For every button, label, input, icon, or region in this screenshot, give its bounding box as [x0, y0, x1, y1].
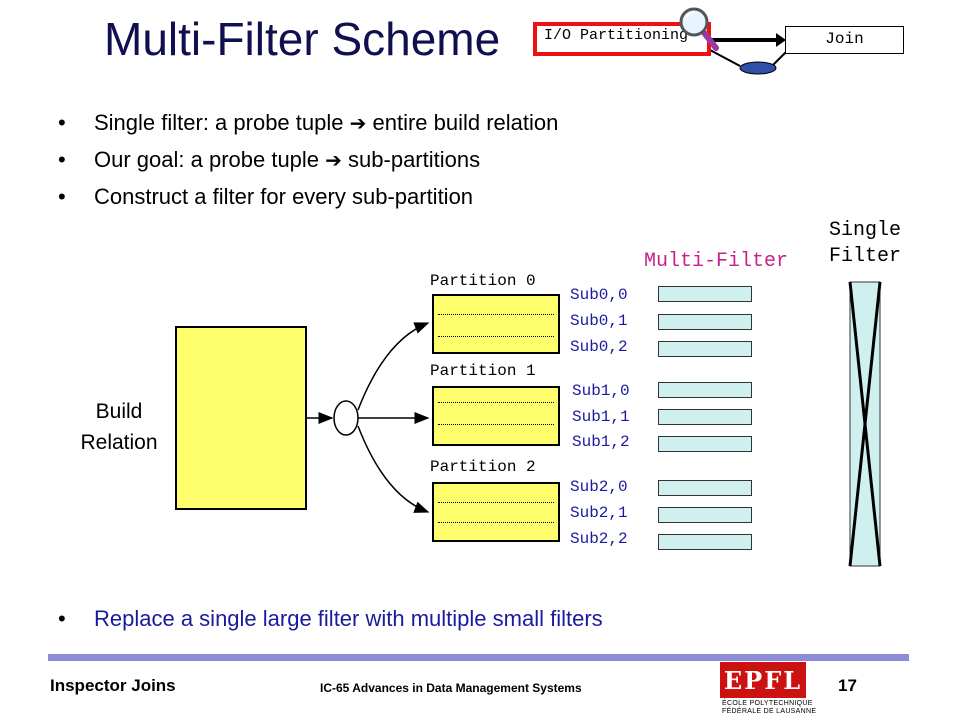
single-filter-cross-line — [848, 281, 882, 567]
small-filter-2-2 — [658, 534, 752, 550]
build-relation-box — [175, 326, 307, 510]
sub-label-2-0: Sub2,0 — [570, 478, 628, 496]
build-relation-label: Build Relation — [62, 396, 176, 458]
bullet-text: sub-partitions — [341, 147, 481, 172]
bullet-text: entire build relation — [366, 110, 559, 135]
epfl-logo-line: ÉCOLE POLYTECHNIQUE — [722, 700, 813, 707]
sub-label-1-2: Sub1,2 — [572, 433, 630, 451]
partition-2-box — [432, 482, 560, 542]
sub-label-1-1: Sub1,1 — [572, 408, 630, 426]
bullet-replace-filter: • Replace a single large filter with mult… — [58, 606, 603, 632]
sub-label-2-2: Sub2,2 — [570, 530, 628, 548]
footer-course-title: Inspector Joins — [50, 676, 176, 695]
single-filter-label-line: Filter — [828, 245, 901, 268]
multi-filter-label: Multi-Filter — [644, 250, 789, 273]
sub-label-2-1: Sub2,1 — [570, 504, 628, 522]
probe-oval-icon — [739, 61, 777, 75]
small-filter-2-1 — [658, 507, 752, 523]
hash-to-partition0-arrow — [357, 322, 430, 411]
bullet-marker: • — [58, 147, 66, 172]
single-filter-label: Single Filter — [818, 218, 912, 270]
footer-divider-bar — [48, 654, 909, 661]
sub-label-0-1: Sub0,1 — [570, 312, 628, 330]
bullet-construct-filter: • Construct a filter for every sub-partit… — [58, 184, 473, 210]
single-filter-bar — [849, 281, 881, 567]
io-partitioning-label: I/O Partitioning — [544, 27, 689, 44]
io-to-join-arrow-head — [776, 33, 786, 47]
partition-0-label: Partition 0 — [430, 272, 536, 290]
epfl-logo-text: EPFL — [723, 666, 803, 695]
small-filter-0-0 — [658, 286, 752, 302]
bullet-marker: • — [58, 110, 66, 135]
right-arrow-icon: ➔ — [325, 150, 342, 172]
hash-function-oval — [333, 400, 359, 436]
oval-to-join-line — [771, 51, 787, 67]
bullet-marker: • — [58, 184, 66, 209]
sub-label-1-0: Sub1,0 — [572, 382, 630, 400]
partition-2-label: Partition 2 — [430, 458, 536, 476]
partition-1-label: Partition 1 — [430, 362, 536, 380]
small-filter-1-2 — [658, 436, 752, 452]
epfl-logo: EPFL ÉCOLE POLYTECHNIQUE FÉDÉRALE DE LAU… — [716, 662, 816, 715]
bullet-marker: • — [58, 606, 66, 631]
footer-course-name: IC-65 Advances in Data Management System… — [320, 681, 582, 695]
bullet-text: Construct a filter for every sub-partiti… — [94, 184, 474, 209]
partition-0-box — [432, 294, 560, 354]
hash-to-partition2-arrow — [357, 425, 430, 513]
page-number: 17 — [838, 676, 857, 695]
sub-label-0-0: Sub0,0 — [570, 286, 628, 304]
small-filter-0-1 — [658, 314, 752, 330]
bullet-text: Our goal: a probe tuple — [94, 147, 326, 172]
io-to-oval-line — [709, 49, 741, 67]
slide-title: Multi-Filter Scheme — [104, 13, 501, 65]
small-filter-1-0 — [658, 382, 752, 398]
epfl-logo-mark — [720, 662, 806, 698]
header-connector-graphic — [709, 33, 787, 75]
bullet-text: Replace a single large filter with multi… — [94, 606, 603, 631]
bullet-our-goal: • Our goal: a probe tuple ➔ sub-partition… — [58, 147, 480, 173]
magnifier-icon — [679, 7, 719, 51]
build-relation-label-line: Relation — [80, 431, 158, 454]
epfl-logo-line: FÉDÉRALE DE LAUSANNE — [722, 708, 817, 715]
small-filter-0-2 — [658, 341, 752, 357]
bullet-text: Single filter: a probe tuple — [94, 110, 350, 135]
small-filter-2-0 — [658, 480, 752, 496]
build-relation-label-line: Build — [95, 400, 143, 423]
bullet-single-filter: • Single filter: a probe tuple ➔ entire b… — [58, 110, 558, 136]
single-filter-cross-line — [848, 281, 882, 567]
right-arrow-icon: ➔ — [349, 113, 367, 135]
partition-1-box — [432, 386, 560, 446]
join-box — [785, 26, 904, 54]
small-filter-1-1 — [658, 409, 752, 425]
join-label: Join — [825, 30, 864, 48]
single-filter-label-line: Single — [828, 219, 901, 242]
sub-label-0-2: Sub0,2 — [570, 338, 628, 356]
